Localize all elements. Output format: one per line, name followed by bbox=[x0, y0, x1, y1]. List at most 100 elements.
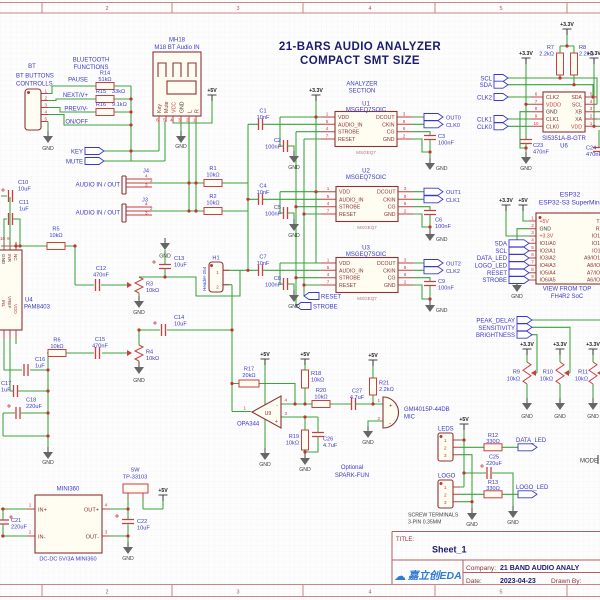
r15-ref[interactable]: R15 bbox=[96, 89, 106, 95]
j3-ref[interactable]: J3 bbox=[142, 198, 148, 204]
r13-val[interactable]: 330Ω bbox=[486, 486, 500, 492]
j4-body[interactable] bbox=[121, 175, 127, 195]
mh18-name[interactable]: M18 BT Audio IN bbox=[154, 45, 199, 51]
r18-body[interactable] bbox=[301, 369, 309, 389]
key-net-label[interactable]: KEY bbox=[71, 150, 83, 156]
j4-ref[interactable]: J4 bbox=[143, 169, 149, 175]
r3-val[interactable]: 10kΩ bbox=[146, 288, 159, 294]
c13-ref[interactable]: C13 bbox=[174, 256, 184, 262]
c11-val[interactable]: 1uF bbox=[19, 207, 29, 213]
r13-body[interactable] bbox=[483, 490, 503, 499]
bt-connector-body[interactable] bbox=[24, 88, 42, 131]
c25-val[interactable]: 220uF bbox=[486, 461, 502, 467]
r4-body[interactable] bbox=[133, 344, 145, 362]
r20-val[interactable]: 10kΩ bbox=[314, 395, 327, 401]
r3-body[interactable] bbox=[133, 276, 145, 294]
r2-body[interactable] bbox=[203, 207, 223, 215]
brightness-flag[interactable] bbox=[516, 330, 533, 339]
r10-val[interactable]: 10kΩ bbox=[540, 377, 553, 383]
r4-val[interactable]: 10kΩ bbox=[146, 356, 159, 362]
c7-ref[interactable]: C7 bbox=[259, 255, 266, 261]
sda-flag[interactable] bbox=[493, 80, 509, 89]
esp-sda-flag[interactable] bbox=[508, 239, 530, 248]
u6-ref[interactable]: U6 bbox=[560, 144, 568, 150]
component-bodies[interactable] bbox=[0, 51, 600, 554]
r16-val[interactable]: 9.1kΩ bbox=[112, 102, 127, 108]
reset-net-label[interactable]: RESET bbox=[321, 295, 341, 301]
r11-body[interactable] bbox=[588, 361, 598, 385]
c10-ref[interactable]: C10 bbox=[18, 180, 28, 186]
u4-ref[interactable]: U4 bbox=[25, 298, 33, 304]
c15-ref[interactable]: C15 bbox=[95, 337, 105, 343]
c24-val[interactable]: 470nF bbox=[586, 152, 600, 158]
clk2-net-label[interactable]: CLK2 bbox=[477, 96, 493, 102]
c22-ref[interactable]: C22 bbox=[137, 519, 147, 525]
esp-title[interactable]: ESP32 bbox=[560, 192, 581, 199]
r9-body[interactable] bbox=[522, 361, 532, 385]
net-wires[interactable] bbox=[1, 35, 600, 542]
reset-flag[interactable] bbox=[303, 292, 320, 300]
c18-ref[interactable]: C18 bbox=[26, 398, 36, 404]
brightness-label[interactable]: BRIGHTNESS bbox=[476, 333, 515, 339]
btn-prev[interactable]: PREV/V- bbox=[64, 107, 88, 113]
c17-val[interactable]: 1uF bbox=[1, 388, 11, 394]
c2-ref[interactable]: C2 bbox=[274, 138, 281, 144]
c12-ref[interactable]: C12 bbox=[96, 266, 106, 272]
bt-func2[interactable]: FUNCTIONS bbox=[74, 65, 109, 71]
r14-body[interactable] bbox=[95, 82, 115, 90]
c24-ref[interactable]: C24 bbox=[586, 146, 596, 152]
c25-ref[interactable]: C25 bbox=[489, 455, 499, 461]
sda-net-label[interactable]: SDA bbox=[480, 83, 492, 89]
resistor-bodies[interactable] bbox=[46, 52, 598, 499]
key-flag[interactable] bbox=[84, 147, 105, 155]
esp-logoled-flag[interactable] bbox=[508, 261, 530, 270]
r10-body[interactable] bbox=[555, 361, 565, 385]
u2-name[interactable]: MSGEQ7SOIC bbox=[346, 175, 387, 181]
r18-ref[interactable]: R18 bbox=[311, 371, 321, 377]
r3-ref[interactable]: R3 bbox=[146, 282, 153, 288]
clk0-flag[interactable] bbox=[493, 122, 509, 131]
logo-connector-body[interactable] bbox=[437, 479, 454, 509]
sw-name[interactable]: TP-33103 bbox=[123, 475, 148, 481]
r19-body[interactable] bbox=[301, 429, 309, 451]
h1-ref[interactable]: H1 bbox=[212, 256, 219, 262]
r17-body[interactable] bbox=[238, 379, 260, 388]
r20-body[interactable] bbox=[311, 400, 331, 408]
mini360-sub[interactable]: DC-DC 5V/3A MINI360 bbox=[39, 557, 96, 563]
date-value[interactable]: 2023-04-23 bbox=[500, 578, 536, 585]
btn-pause[interactable]: PAUSE bbox=[68, 78, 88, 84]
r17-val[interactable]: 20kΩ bbox=[242, 373, 255, 379]
c14-val[interactable]: 10uF bbox=[174, 322, 187, 328]
c27-val[interactable]: 4.7uF bbox=[350, 395, 365, 401]
peak-delay-label[interactable]: PEAK_DELAY bbox=[476, 319, 515, 325]
scl-net-label[interactable]: SCL bbox=[480, 77, 492, 83]
j3-body[interactable] bbox=[121, 203, 127, 223]
c21-ref[interactable]: C21 bbox=[11, 518, 21, 524]
mute-flag[interactable] bbox=[84, 157, 105, 165]
r5-val[interactable]: 10kΩ bbox=[49, 233, 62, 239]
r9-ref[interactable]: R9 bbox=[513, 370, 520, 376]
c26-ref[interactable]: C26 bbox=[323, 437, 333, 443]
h1-body[interactable] bbox=[208, 261, 224, 293]
r12-body[interactable] bbox=[483, 443, 503, 452]
r1-ref[interactable]: R1 bbox=[209, 166, 216, 172]
c15-val[interactable]: 470nF bbox=[92, 344, 108, 350]
strobe-flag[interactable] bbox=[295, 302, 312, 310]
r21-ref[interactable]: R21 bbox=[379, 381, 389, 387]
c18-val[interactable]: 220uF bbox=[26, 404, 42, 410]
c23-val[interactable]: 470nF bbox=[533, 150, 549, 156]
clk0-net-label[interactable]: CLK0 bbox=[477, 125, 493, 131]
r8-body[interactable] bbox=[570, 52, 578, 76]
r11-ref[interactable]: R11 bbox=[578, 370, 588, 376]
clk2-out-flag[interactable] bbox=[423, 266, 444, 275]
r12-val[interactable]: 330Ω bbox=[486, 439, 500, 445]
r10-ref[interactable]: R10 bbox=[543, 370, 553, 376]
r19-val[interactable]: 10kΩ bbox=[286, 441, 299, 447]
c12-val[interactable]: 470nF bbox=[93, 273, 109, 279]
mh18-ref[interactable]: MH18 bbox=[169, 38, 186, 44]
leds-label[interactable]: LEDS bbox=[438, 427, 454, 433]
u4-body[interactable] bbox=[0, 249, 23, 331]
r16-body[interactable] bbox=[95, 108, 115, 116]
r21-val[interactable]: 2.2kΩ bbox=[379, 387, 394, 393]
